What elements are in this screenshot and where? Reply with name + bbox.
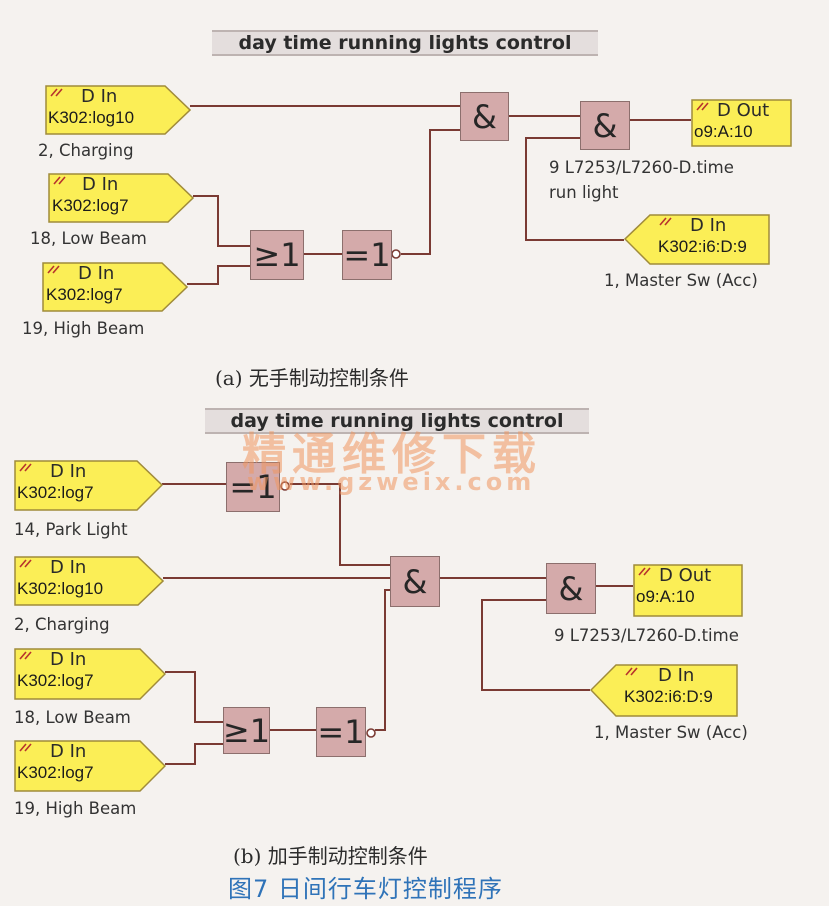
xor-not-gate-b: =1 — [316, 707, 366, 757]
wire-b-lowbeam-to-or — [165, 671, 223, 723]
wire-b-xor-to-and1-lower — [375, 589, 390, 731]
input-address: K302:log7 — [17, 763, 94, 782]
input-address: K302:log7 — [17, 671, 94, 690]
input-type-label: D In — [82, 174, 119, 195]
input-signal-label: 18, Low Beam — [14, 708, 131, 727]
diagram-a-title: day time running lights control — [212, 30, 598, 56]
or-gate-a: ≥1 — [250, 230, 304, 280]
input-address: K302:log7 — [52, 196, 129, 215]
input-type-label: D In — [50, 461, 87, 482]
and-gate-b2: & — [546, 563, 596, 614]
input-address: K302:log7 — [46, 285, 123, 304]
input-signal-label: 19, High Beam — [14, 799, 137, 818]
and-gate-a2: & — [580, 101, 630, 150]
input-block-low-beam: D In K302:log7 — [48, 173, 194, 223]
wire-b-highbeam-to-or — [165, 743, 223, 765]
xor-not-gate-b-top: =1 — [226, 462, 280, 512]
wire-b-mastersw-to-and2 — [481, 599, 590, 691]
input-block-charging: D In K302:log10 — [45, 85, 191, 135]
and-gate-b1: & — [390, 556, 440, 607]
input-signal-label: 2, Charging — [14, 615, 110, 634]
input-type-label: D In — [50, 649, 87, 670]
input-signal-label: 19, High Beam — [22, 319, 145, 338]
wire-a-lowbeam-to-or — [193, 195, 250, 247]
xor-not-gate-a: =1 — [342, 230, 392, 280]
and-gate-a1: & — [460, 92, 509, 141]
input-address: K302:log7 — [17, 483, 94, 502]
input-type-label: D In — [658, 665, 695, 686]
input-type-label: D In — [50, 741, 87, 762]
output-block-b: D Out o9:A:10 — [633, 564, 743, 617]
output-signal-line2: run light — [549, 183, 619, 202]
output-block-a: D Out o9:A:10 — [691, 99, 792, 147]
input-block-master-sw: D In K302:i6:D:9 — [590, 664, 738, 717]
input-address: K302:log10 — [48, 108, 135, 127]
input-block-charging: D In K302:log10 — [14, 556, 164, 606]
input-block-master-sw: D In K302:i6:D:9 — [624, 214, 770, 265]
input-signal-label: 2, Charging — [38, 141, 134, 160]
wire-a-xor-to-and1 — [401, 129, 460, 255]
input-signal-label: 18, Low Beam — [30, 229, 147, 248]
input-block-low-beam: D In K302:log7 — [14, 648, 166, 700]
wire-b-xor-to-and1 — [290, 483, 390, 566]
input-type-label: D In — [690, 215, 727, 236]
output-signal-line1: 9 L7253/L7260-D.time — [549, 158, 734, 177]
output-address: o9:A:10 — [636, 587, 695, 606]
wire-a-highbeam-to-or — [187, 265, 250, 285]
output-signal-line1: 9 L7253/L7260-D.time — [554, 626, 739, 645]
wire-a-mastersw-to-and2 — [525, 137, 624, 241]
output-type-label: D Out — [659, 565, 712, 586]
or-gate-b: ≥1 — [223, 707, 270, 754]
input-block-park-light: D In K302:log7 — [14, 460, 163, 511]
input-block-high-beam: D In K302:log7 — [14, 740, 166, 792]
input-signal-label: 1, Master Sw (Acc) — [604, 271, 758, 290]
input-type-label: D In — [50, 557, 87, 578]
input-type-label: D In — [78, 263, 115, 284]
input-block-high-beam: D In K302:log7 — [42, 262, 188, 312]
input-type-label: D In — [81, 86, 118, 107]
output-type-label: D Out — [717, 100, 770, 121]
figure-caption: 图7 日间行车灯控制程序 — [228, 875, 503, 903]
diagram-b-caption: (b) 加手制动控制条件 — [233, 844, 428, 868]
output-address: o9:A:10 — [694, 122, 753, 141]
input-address: K302:i6:D:9 — [658, 237, 747, 256]
input-address: K302:i6:D:9 — [624, 687, 713, 706]
input-address: K302:log10 — [17, 579, 104, 598]
diagram-b-title: day time running lights control — [205, 408, 589, 434]
not-dot-a — [391, 249, 401, 259]
not-dot-b-top — [280, 481, 290, 491]
not-dot-b — [366, 728, 376, 738]
input-signal-label: 1, Master Sw (Acc) — [594, 723, 748, 742]
input-signal-label: 14, Park Light — [14, 520, 128, 539]
diagram-a-caption: (a) 无手制动控制条件 — [215, 366, 409, 390]
